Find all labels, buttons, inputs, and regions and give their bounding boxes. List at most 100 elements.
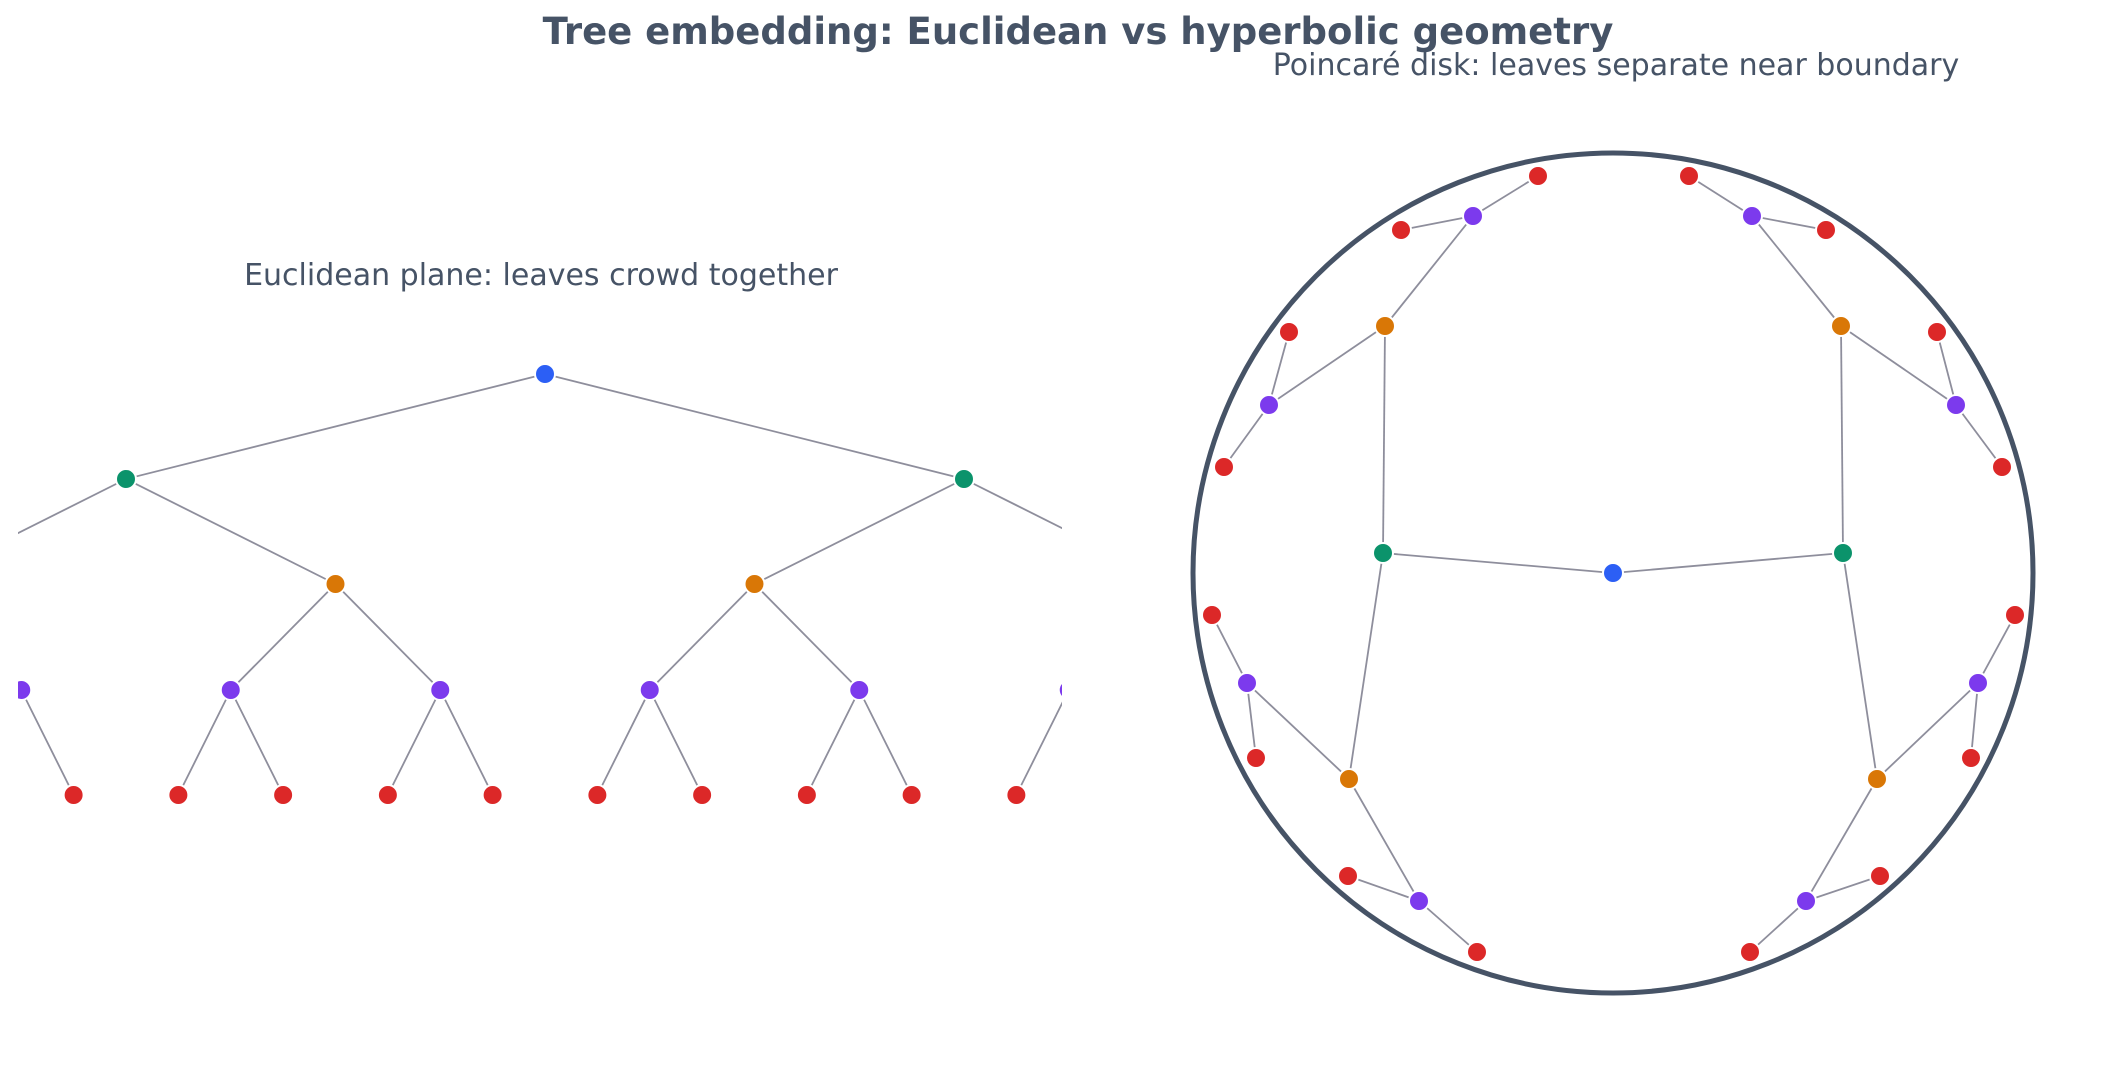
poincare-node-depth-4 — [1213, 456, 1235, 478]
euclidean-node-depth-4 — [376, 784, 399, 806]
poincare-edge — [1688, 175, 1753, 217]
euclidean-edge — [334, 583, 441, 691]
poincare-node-depth-3 — [1408, 890, 1430, 912]
poincare-panel: Poincaré disk: leaves separate near boun… — [1190, 48, 2036, 996]
poincare-node-depth-3 — [1462, 205, 1484, 227]
poincare-edge — [1876, 682, 1979, 780]
poincare-node-depth-4 — [1390, 219, 1412, 241]
poincare-node-depth-4 — [1815, 219, 1837, 241]
poincare-disk-boundary — [1190, 150, 2036, 996]
euclidean-node-depth-4 — [481, 784, 504, 806]
poincare-edge — [1472, 175, 1539, 217]
poincare-edge — [1400, 215, 1474, 231]
poincare-node-depth-0 — [1602, 562, 1624, 584]
euclidean-node-depth-3 — [1268, 680, 1288, 700]
euclidean-edges — [18, 373, 1330, 796]
poincare-edge — [1348, 552, 1384, 780]
euclidean-edge — [125, 478, 336, 585]
euclidean-edge — [20, 689, 75, 796]
euclidean-node-depth-4 — [1111, 785, 1131, 805]
euclidean-node-depth-1 — [953, 468, 975, 490]
euclidean-edge — [963, 478, 1062, 530]
poincare-node-depth-3 — [1795, 890, 1817, 912]
poincare-node-depth-4 — [1869, 865, 1891, 887]
euclidean-edge — [858, 689, 913, 796]
poincare-node-depth-3 — [1236, 672, 1258, 694]
euclidean-node-depth-2 — [743, 573, 766, 595]
poincare-node-depth-4 — [1739, 941, 1761, 963]
poincare-node-depth-4 — [1926, 321, 1948, 343]
euclidean-node-depth-4 — [167, 784, 190, 806]
poincare-edge — [1805, 778, 1878, 902]
euclidean-node-depth-3 — [18, 679, 33, 701]
poincare-edge — [1382, 552, 1614, 574]
euclidean-node-depth-2 — [324, 573, 347, 595]
euclidean-edge — [230, 583, 337, 691]
poincare-edge — [1223, 404, 1270, 468]
poincare-edge — [1384, 215, 1474, 327]
euclidean-edge — [753, 583, 860, 691]
euclidean-edge — [177, 689, 232, 796]
euclidean-edge — [229, 689, 284, 796]
poincare-edge — [1418, 900, 1478, 953]
poincare-edges — [1211, 175, 2016, 953]
poincare-node-depth-4 — [1245, 747, 1267, 769]
euclidean-node-depth-3 — [429, 679, 452, 701]
euclidean-node-depth-4 — [795, 784, 818, 806]
poincare-node-depth-2 — [1374, 315, 1396, 337]
euclidean-edge — [544, 373, 965, 480]
euclidean-node-depth-4 — [691, 784, 714, 806]
poincare-node-depth-2 — [1866, 768, 1888, 790]
euclidean-node-depth-1 — [115, 468, 137, 490]
euclidean-edge — [1174, 584, 1279, 690]
euclidean-node-depth-3 — [219, 679, 242, 701]
euclidean-nodes — [18, 363, 1288, 806]
poincare-node-depth-3 — [1258, 394, 1280, 416]
poincare-node-depth-3 — [1741, 205, 1763, 227]
euclidean-edge — [648, 689, 703, 796]
poincare-node-depth-4 — [1991, 456, 2013, 478]
poincare-node-depth-4 — [1466, 941, 1488, 963]
euclidean-edge — [18, 689, 23, 699]
poincare-edge — [1382, 325, 1386, 554]
euclidean-node-depth-4 — [900, 784, 923, 806]
euclidean-edge — [1069, 690, 1121, 795]
euclidean-edge — [1069, 584, 1174, 690]
euclidean-node-depth-2 — [1164, 574, 1184, 594]
poincare-node-depth-1 — [1372, 542, 1394, 564]
poincare-node-depth-2 — [1830, 315, 1852, 337]
euclidean-edge — [649, 583, 756, 691]
euclidean-edge — [18, 685, 22, 691]
poincare-edge — [1246, 682, 1257, 759]
poincare-edge — [1936, 331, 1957, 406]
poincare-edge — [1751, 215, 1842, 327]
poincare-edge — [1749, 900, 1807, 953]
poincare-edge — [1268, 331, 1290, 406]
poincare-edge — [1246, 682, 1350, 780]
poincare-edge — [1612, 552, 1844, 574]
poincare-node-depth-3 — [1945, 394, 1967, 416]
poincare-node-depth-1 — [1832, 542, 1854, 564]
poincare-nodes — [1201, 165, 2026, 963]
euclidean-node-depth-4 — [1005, 784, 1028, 806]
poincare-node-depth-4 — [1337, 865, 1359, 887]
euclidean-edge — [125, 373, 546, 480]
euclidean-node-depth-0 — [534, 363, 556, 385]
poincare-node-depth-4 — [1278, 321, 1300, 343]
poincare-edge — [1348, 778, 1420, 902]
euclidean-edge — [18, 478, 127, 535]
poincare-edge — [1268, 325, 1386, 406]
euclidean-panel: Euclidean plane: leaves crowd together — [18, 258, 1330, 806]
poincare-edge — [1970, 682, 1979, 759]
poincare-edge — [1751, 215, 1827, 231]
poincare-edge — [1977, 614, 2016, 684]
euclidean-node-depth-3 — [1057, 681, 1062, 699]
euclidean-edge — [1278, 690, 1330, 795]
poincare-node-depth-4 — [2004, 604, 2026, 626]
euclidean-node-depth-4 — [586, 784, 609, 806]
poincare-subtitle: Poincaré disk: leaves separate near boun… — [1273, 48, 1960, 83]
euclidean-node-depth-3 — [848, 679, 871, 701]
poincare-node-depth-2 — [1338, 768, 1360, 790]
poincare-edge — [1347, 875, 1420, 902]
